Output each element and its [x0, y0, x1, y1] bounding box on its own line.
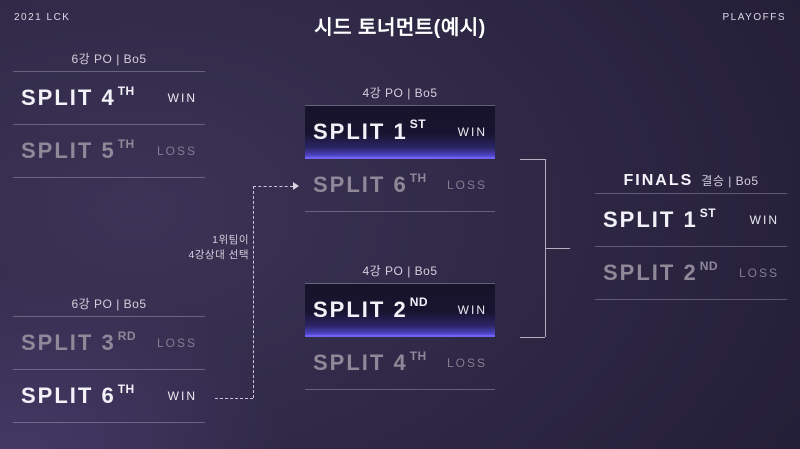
bracket-subtitle: 4강 PO | Bo5 — [362, 86, 438, 100]
seed-choice-note-line1: 1위팀이 — [212, 234, 249, 246]
solid-connector-stub-top — [520, 159, 545, 160]
result-label: LOSS — [156, 144, 197, 158]
result-label: LOSS — [738, 266, 779, 280]
result-label: WIN — [457, 124, 487, 139]
dashed-connector-vertical — [253, 186, 254, 398]
ordinal-suffix: ND — [409, 295, 429, 310]
ordinal-suffix: TH — [409, 170, 427, 185]
result-label: LOSS — [446, 356, 487, 370]
bracket-header: FINALS 결승 | Bo5 — [595, 172, 787, 194]
playoffs-label: PLAYOFFS — [722, 12, 786, 23]
bracket-header: 4강 PO | Bo5 — [305, 262, 495, 284]
bracket-subtitle: 4강 PO | Bo5 — [362, 264, 438, 278]
page-title: 시드 토너먼트(예시) — [314, 17, 486, 39]
dashed-connector-bottom — [215, 398, 253, 399]
dashed-connector-top — [253, 186, 293, 187]
result-label: WIN — [167, 91, 197, 105]
ordinal-suffix: ND — [699, 258, 719, 273]
solid-connector-stub-bottom — [520, 337, 545, 338]
bracket-subtitle: 결승 | Bo5 — [701, 174, 759, 188]
arrowhead-icon — [293, 182, 299, 190]
bracket-subtitle: 6강 PO | Bo5 — [71, 52, 147, 66]
ordinal-suffix: ST — [699, 205, 717, 220]
ordinal-suffix: TH — [117, 136, 135, 151]
ordinal-suffix: TH — [117, 83, 135, 98]
ordinal-suffix: ST — [409, 117, 427, 132]
bracket-header: 6강 PO | Bo5 — [13, 50, 205, 72]
result-label: WIN — [749, 213, 779, 227]
bracket-title: FINALS — [623, 171, 694, 189]
result-label: WIN — [457, 302, 487, 317]
result-label: LOSS — [446, 178, 487, 192]
seed-choice-note: 1위팀이 4강상대 선택 — [188, 233, 249, 262]
ordinal-suffix: RD — [117, 328, 137, 343]
result-label: WIN — [167, 389, 197, 403]
seed-choice-note-line2: 4강상대 선택 — [188, 248, 249, 261]
bracket-subtitle: 6강 PO | Bo5 — [71, 297, 147, 311]
ordinal-suffix: TH — [409, 348, 427, 363]
league-label: 2021 LCK — [14, 12, 71, 23]
solid-connector-output — [545, 248, 570, 249]
result-label: LOSS — [156, 336, 197, 350]
bracket-header: 6강 PO | Bo5 — [13, 295, 205, 317]
ordinal-suffix: TH — [117, 381, 135, 396]
bracket-header: 4강 PO | Bo5 — [305, 84, 495, 106]
